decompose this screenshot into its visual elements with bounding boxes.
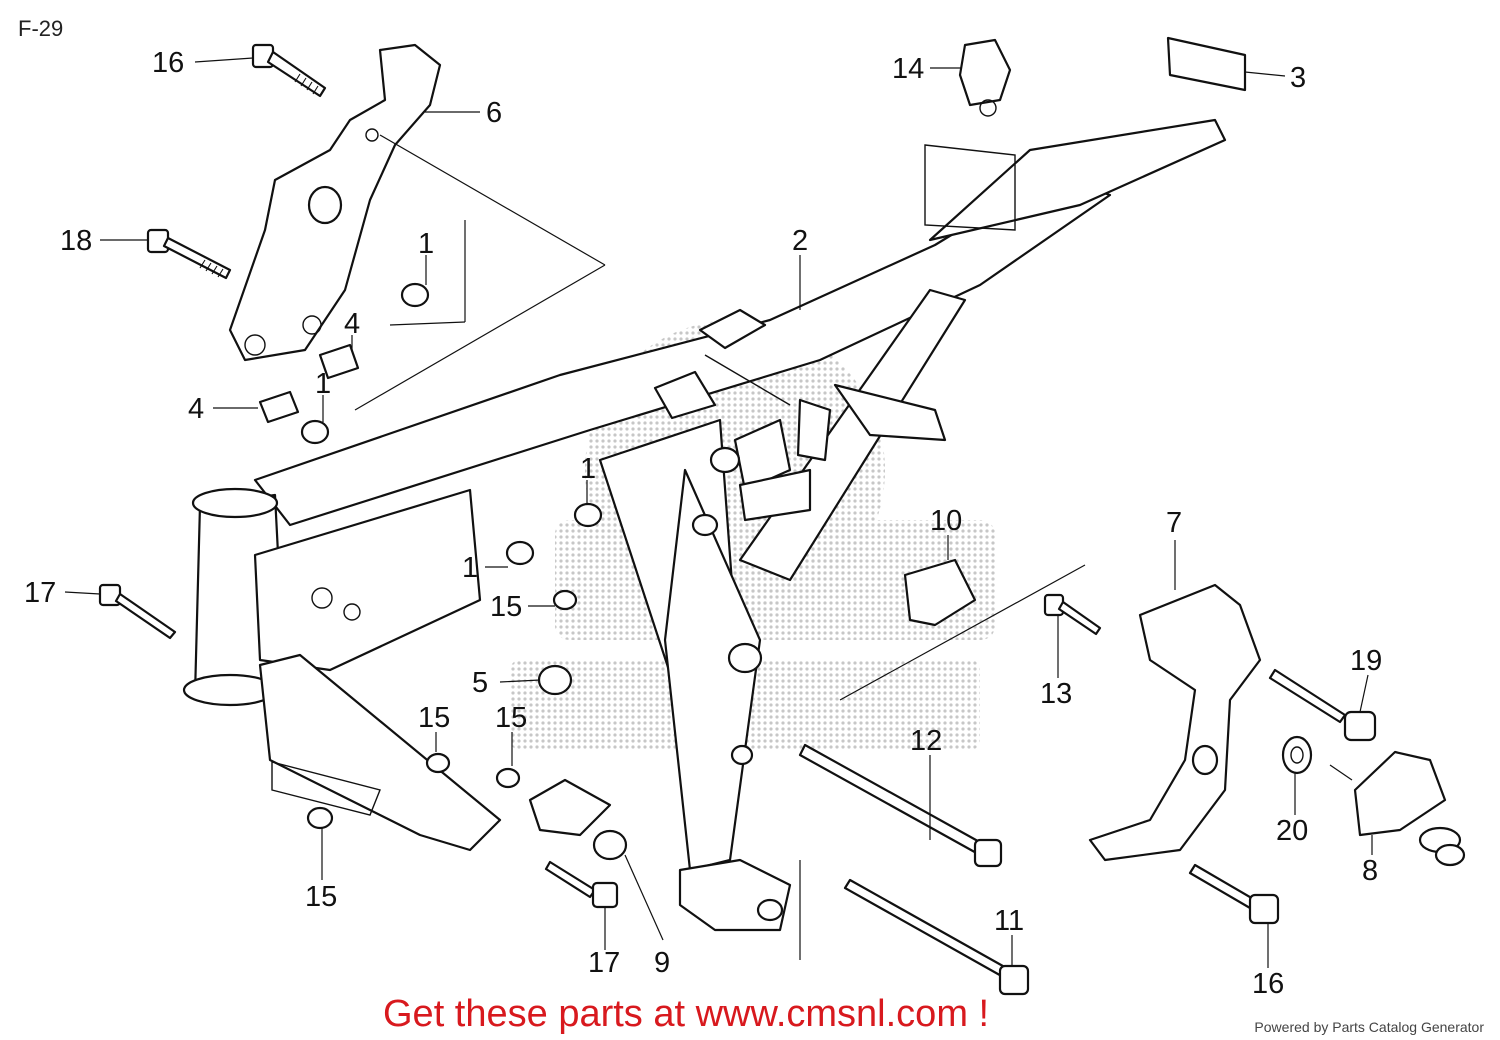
callout-17: 17 (588, 947, 620, 979)
bracket-3 (1166, 36, 1247, 92)
callout-19: 19 (1350, 645, 1382, 677)
bolt-13 (1043, 593, 1102, 636)
bolt-16-top (251, 43, 327, 98)
leader-lines (64, 57, 1373, 968)
callout-1: 1 (418, 228, 434, 260)
callout-18: 18 (60, 225, 92, 257)
bolt-17-left (98, 583, 177, 640)
bolt-19 (1268, 668, 1377, 742)
callout-8: 8 (1362, 855, 1378, 887)
bolt-18 (146, 228, 232, 280)
credit-text: Powered by Parts Catalog Generator (1254, 1019, 1484, 1035)
callout-1: 1 (580, 453, 596, 485)
callout-1: 1 (462, 552, 478, 584)
callout-5: 5 (472, 667, 488, 699)
callout-15: 15 (418, 702, 450, 734)
bracket-10 (903, 558, 977, 627)
clip-14 (958, 38, 1012, 117)
callouts: 16 6 18 1 4 4 1 1 1 15 5 17 2 3 14 10 7 … (24, 47, 1382, 1000)
promo-link[interactable]: Get these parts at www.cmsnl.com ! (383, 993, 990, 1035)
callout-4: 4 (188, 393, 204, 425)
callout-15: 15 (495, 702, 527, 734)
callout-15: 15 (490, 591, 522, 623)
long-bolt-11 (843, 878, 1030, 996)
callout-7: 7 (1166, 507, 1182, 539)
bolt-16-bottom (1188, 863, 1280, 925)
main-frame-body (182, 118, 1227, 932)
bolt-17-bottom (544, 860, 619, 909)
diagram-code: F-29 (18, 16, 64, 41)
callout-16: 16 (1252, 968, 1284, 1000)
callout-17: 17 (24, 577, 56, 609)
callout-15: 15 (305, 881, 337, 913)
callout-10: 10 (930, 505, 962, 537)
washer-20 (1281, 735, 1313, 775)
callout-14: 14 (892, 53, 924, 85)
callout-12: 12 (910, 725, 942, 757)
engine-hanger-plate (228, 43, 442, 362)
callout-9: 9 (654, 947, 670, 979)
rear-engine-hanger (1088, 583, 1262, 862)
callout-11: 11 (994, 905, 1024, 937)
callout-13: 13 (1040, 678, 1072, 710)
callout-16: 16 (152, 47, 184, 79)
callout-4: 4 (344, 308, 360, 340)
callout-6: 6 (486, 97, 502, 129)
callout-2: 2 (792, 225, 808, 257)
long-bolt-12 (798, 743, 1003, 868)
lock-8 (1353, 750, 1466, 867)
small-parts (258, 282, 603, 830)
callout-20: 20 (1276, 815, 1308, 847)
callout-1: 1 (315, 368, 331, 400)
callout-3: 3 (1290, 62, 1306, 94)
